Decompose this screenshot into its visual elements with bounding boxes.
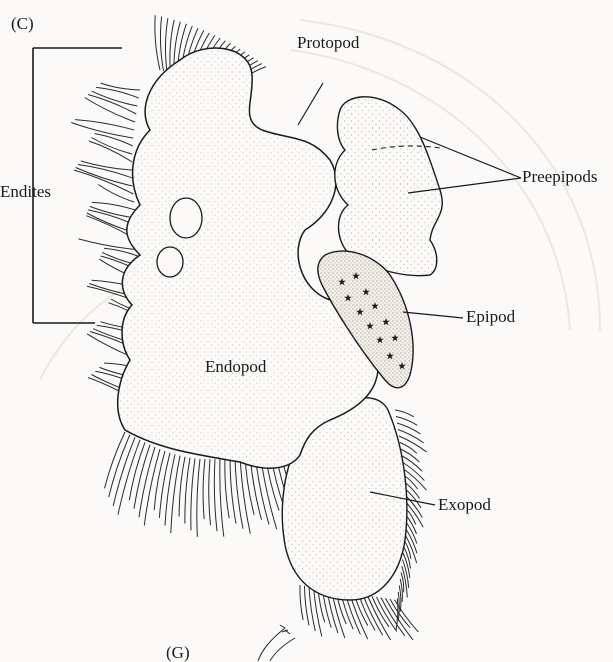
seta [377,597,397,632]
seta [203,459,205,519]
seta [390,599,410,628]
preepipod-leader-upper [420,137,521,178]
seta [91,138,132,155]
epipod-label: Epipod [466,308,515,325]
seta [363,595,383,635]
preepipods-label: Preepipods [522,168,598,185]
seta [165,18,167,71]
seta [197,459,200,537]
seta [395,410,414,417]
seta [76,168,133,187]
seta [98,185,134,203]
epipod-leader [403,312,463,318]
seta [95,134,133,146]
seta [89,141,132,162]
panel-label-g: (G) [166,644,190,661]
seta [92,202,135,210]
seta [154,451,165,510]
seta [209,459,211,525]
protopod-leader [298,83,323,125]
seta [300,585,303,620]
seta [305,586,310,626]
seta [71,123,133,139]
seta [105,432,126,488]
seta [179,457,185,517]
seta [74,170,133,194]
protopod-label: Protopod [297,34,359,51]
seta [214,459,217,531]
exopod-label: Exopod [438,496,491,513]
seta [159,453,170,518]
seta [398,430,424,443]
seta [225,458,229,518]
panel-g-fragment [258,625,295,661]
seta [96,87,139,98]
endopod-label: Endopod [205,358,266,375]
seta [160,17,163,71]
seta [191,458,195,530]
seta [185,458,190,524]
panel-label-c: (C) [11,15,34,32]
seta [165,454,175,525]
seta [155,15,160,70]
seta [75,120,134,130]
seta [401,449,420,462]
seta [144,449,160,526]
seta [235,457,243,529]
seta [220,459,224,537]
endites-label: Endites [0,183,51,200]
seta [81,161,132,170]
